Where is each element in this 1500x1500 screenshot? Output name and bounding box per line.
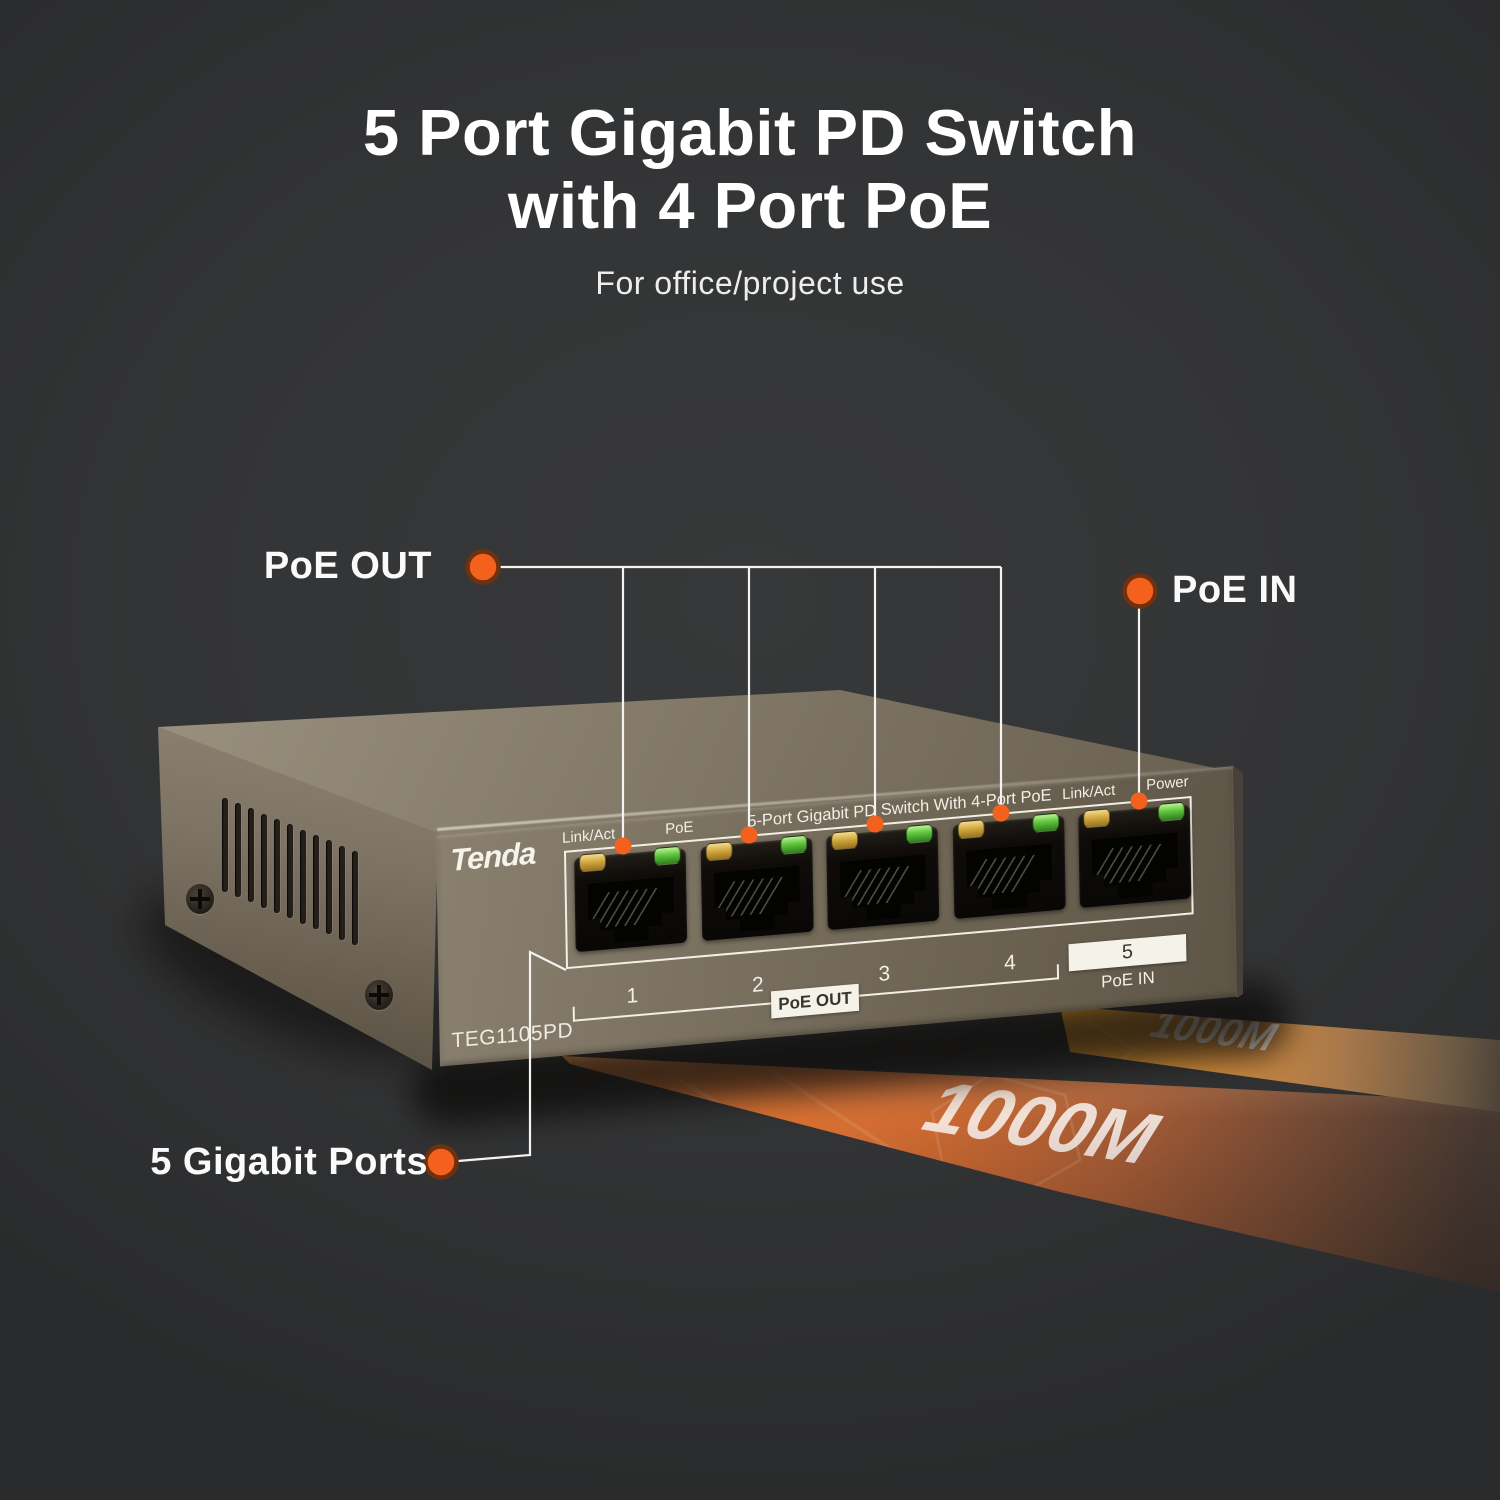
vent-slot bbox=[287, 824, 293, 918]
title-block: 5 Port Gigabit PD Switch with 4 Port PoE… bbox=[0, 96, 1500, 302]
port1-marker-dot bbox=[614, 837, 632, 855]
port5-marker-dot bbox=[1130, 792, 1148, 810]
poe-out-callout-label: PoE OUT bbox=[263, 545, 432, 587]
screw-icon bbox=[365, 980, 393, 1010]
switch-right-edge bbox=[1233, 766, 1243, 998]
port3-marker-dot bbox=[866, 815, 884, 833]
port4-marker-dot bbox=[992, 804, 1010, 822]
vent-slot bbox=[326, 840, 332, 934]
vent-slot bbox=[248, 808, 254, 902]
vent-slot bbox=[352, 851, 358, 945]
page-title-line1: 5 Port Gigabit PD Switch bbox=[362, 96, 1138, 169]
page-subtitle: For office/project use bbox=[595, 264, 905, 301]
poe-in-callout-label: PoE IN bbox=[1172, 569, 1298, 611]
vent-slot bbox=[261, 814, 267, 908]
screw-icon bbox=[186, 884, 214, 914]
poe-out-dot-icon bbox=[465, 549, 501, 585]
vent-slot bbox=[274, 819, 280, 913]
vent-slot bbox=[222, 798, 228, 892]
vent-slot bbox=[235, 803, 241, 897]
port2-marker-dot bbox=[740, 826, 758, 844]
vent-slot bbox=[339, 846, 345, 940]
poe-in-dot-icon bbox=[1122, 573, 1158, 609]
vent-slot bbox=[300, 830, 306, 924]
gigabit-ports-callout-label: 5 Gigabit Ports bbox=[150, 1141, 428, 1183]
page-title-line2: with 4 Port PoE bbox=[507, 169, 993, 243]
gigabit-ports-dot-icon bbox=[423, 1144, 459, 1180]
callout-connector-lines bbox=[457, 565, 1141, 1163]
vent-slot bbox=[313, 835, 319, 929]
callout-dots bbox=[423, 549, 1158, 1180]
